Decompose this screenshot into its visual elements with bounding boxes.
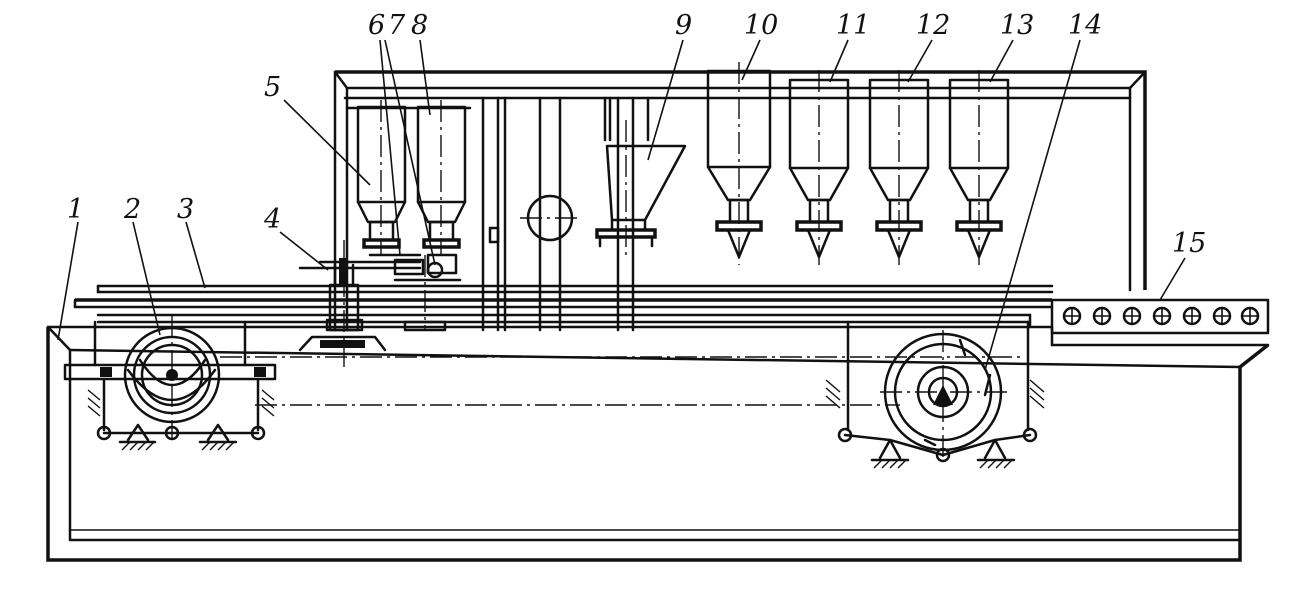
label-4: 4: [263, 204, 281, 235]
label-9: 9: [675, 10, 692, 41]
hopper-11: [788, 70, 850, 265]
cam-2: [63, 315, 277, 451]
control-panel-15: [1050, 298, 1270, 335]
label-1: 1: [67, 194, 84, 225]
label-8: 8: [411, 10, 428, 41]
base-frame: [46, 325, 1270, 562]
part-labels: 1 2 3 4 5 6 7 8 9 10 11 12 13 14 15: [67, 10, 1206, 259]
funnel-9: [595, 120, 687, 255]
panel-knob-icon: [1062, 306, 1260, 326]
leader-lines: [57, 39, 1186, 371]
label-6: 6: [368, 10, 385, 41]
label-12: 12: [916, 10, 950, 41]
valve-wheel: [520, 194, 580, 242]
dispenser-assembly: [298, 240, 462, 370]
label-5: 5: [264, 72, 281, 103]
label-3: 3: [177, 194, 194, 225]
guide-rods: [481, 96, 650, 332]
hopper-13: [948, 70, 1010, 265]
label-2: 2: [123, 194, 141, 225]
label-10: 10: [744, 10, 778, 41]
hopper-8: [416, 100, 467, 255]
label-14: 14: [1068, 10, 1102, 41]
label-13: 13: [1000, 10, 1034, 41]
cam-14: [825, 320, 1045, 469]
label-11: 11: [836, 10, 870, 41]
conveyor-rails: [73, 284, 1054, 406]
hopper-10: [706, 62, 772, 265]
upper-gantry: [333, 70, 1147, 332]
label-7: 7: [388, 10, 406, 41]
label-15: 15: [1172, 228, 1206, 259]
hopper-12: [868, 70, 930, 265]
